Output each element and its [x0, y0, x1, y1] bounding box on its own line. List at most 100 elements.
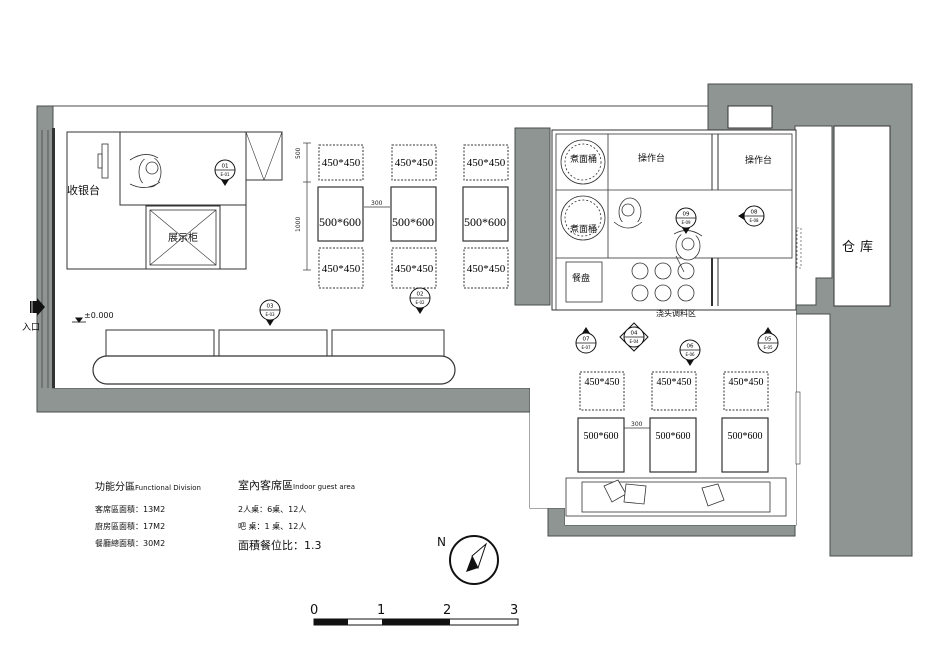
dim-1000-label: 1000 — [295, 217, 302, 232]
marker-number: 05 — [765, 337, 772, 343]
kitchen-inner-frame — [555, 133, 793, 259]
table-450-c2-label: 450*450 — [657, 377, 692, 388]
scale-tick-label: 0 — [310, 603, 318, 618]
table-500-c3 — [721, 417, 769, 473]
shelf-unit — [245, 131, 283, 181]
section-marker-02: 02E-02 — [409, 287, 431, 314]
marker-ref: E-04 — [629, 339, 639, 344]
rear-dining-tables — [577, 371, 769, 473]
topping-bowl-2 — [654, 262, 672, 280]
section-marker-09: 09E-09 — [675, 207, 697, 234]
scale-tick-label: 3 — [510, 603, 518, 618]
table-450-a2 — [391, 144, 437, 181]
entrance-arrow-icon — [30, 298, 45, 316]
section-marker-06: 06E-06 — [679, 339, 701, 366]
cabinet-cross-2 — [149, 209, 217, 266]
entrance-frame — [52, 128, 55, 388]
section-marker-03: 03E-03 — [259, 299, 281, 326]
display-cabinet — [145, 205, 221, 270]
topping-bowl-6 — [677, 284, 695, 302]
compass-icon — [449, 535, 499, 585]
table-450-b1-label: 450*450 — [322, 263, 361, 275]
legend-ratio: 面積餐位比：1.3 — [238, 538, 322, 552]
window-strip — [795, 391, 801, 465]
scale-tick-label: 1 — [377, 603, 385, 618]
section-marker-01: 01E-01 — [214, 159, 236, 186]
register-drawer-icon — [97, 153, 103, 169]
table-500-a3-label: 500*600 — [464, 215, 506, 229]
dimension-lines — [303, 142, 650, 429]
compass-north-label: N — [437, 535, 446, 549]
entrance-label: 入口 — [22, 322, 40, 333]
table-450-a1 — [318, 144, 364, 181]
pillow-icon — [623, 483, 647, 505]
marker-ref: E-07 — [581, 345, 591, 350]
table-450-c2 — [651, 371, 697, 411]
noodle-pot-2-inner — [564, 199, 602, 237]
table-500-c1-label: 500*600 — [584, 431, 619, 442]
marker-number: 01 — [222, 164, 229, 170]
work-counter-2-label: 操作台 — [745, 154, 772, 166]
bench-cushion-1 — [105, 329, 215, 358]
table-450-a1-label: 450*450 — [322, 157, 361, 169]
marker-number: 06 — [687, 344, 694, 350]
marker-number: 03 — [267, 304, 274, 310]
dim-500-label: 500 — [295, 147, 302, 159]
plates-label: 餐盘 — [572, 272, 590, 284]
section-marker-07: 07E-07 — [575, 327, 597, 354]
elevation-label: ±0.000 — [84, 311, 114, 320]
noodle-pot-1-inner — [564, 143, 602, 181]
legend-functional-item: 廚房區面積：17M2 — [95, 521, 165, 531]
table-500-a2-label: 500*600 — [392, 215, 434, 229]
table-450-c3-label: 450*450 — [729, 377, 764, 388]
topping-bowl-1 — [631, 262, 649, 280]
table-450-c1 — [579, 371, 625, 411]
table-450-a3-label: 450*450 — [467, 157, 506, 169]
table-450-b2 — [391, 247, 437, 289]
dim-300-label-a: 300 — [371, 200, 383, 207]
scale-tick-label: 2 — [443, 603, 451, 618]
marker-number: 08 — [751, 210, 758, 216]
marker-ref: E-09 — [681, 220, 691, 225]
pillow-icon — [701, 483, 725, 507]
marker-number: 09 — [683, 212, 690, 218]
noodle-pot-1-label: 煮面桶 — [570, 153, 597, 165]
topping-bowl-4 — [631, 284, 649, 302]
marker-ref: E-08 — [749, 218, 759, 223]
kitchen-equipment — [560, 139, 695, 303]
table-500-c2 — [649, 417, 697, 473]
bench-cushion-2 — [218, 329, 328, 358]
storage-label: 仓库 — [842, 239, 878, 255]
table-450-c3 — [723, 371, 769, 411]
marker-ref: E-06 — [685, 352, 695, 357]
section-markers: 01E-01 02E-02 03E-03 04E-04 05E-05 06E-06 07E-… — [214, 159, 779, 366]
storage-niche — [727, 105, 773, 129]
table-500-a3 — [462, 186, 509, 242]
table-450-b3-label: 450*450 — [467, 263, 506, 275]
marker-ref: E-01 — [220, 172, 230, 177]
front-dining-tables — [317, 144, 509, 289]
marker-number: 02 — [417, 292, 424, 298]
shelf-line-2 — [263, 131, 283, 181]
section-marker-08: 08E-08 — [738, 205, 765, 227]
marker-ref: E-03 — [265, 312, 275, 317]
bench-seating — [92, 329, 456, 385]
noodle-pot-2-label: 煮面桶 — [570, 223, 597, 235]
marker-ref: E-05 — [763, 345, 773, 350]
marker-number: 04 — [631, 331, 638, 337]
register-icon — [101, 143, 109, 179]
dim-300-label-b: 300 — [631, 421, 643, 428]
elevation-marker-icon — [72, 317, 86, 323]
display-cabinet-inner — [149, 209, 217, 266]
kitchen-wall — [514, 127, 551, 306]
table-450-c1-label: 450*450 — [585, 377, 620, 388]
legend-guest-title: 室內客席區Indoor guest area — [238, 478, 355, 492]
legend-guest-item: 吧 桌：1 桌、12人 — [238, 521, 306, 531]
work-counter-1-label: 操作台 — [638, 152, 665, 164]
plates-rack — [565, 261, 603, 303]
table-500-a1-label: 500*600 — [319, 215, 361, 229]
bench-cushion-3 — [331, 329, 445, 358]
legend-guest-item: 2人桌：6桌、12人 — [238, 504, 306, 514]
